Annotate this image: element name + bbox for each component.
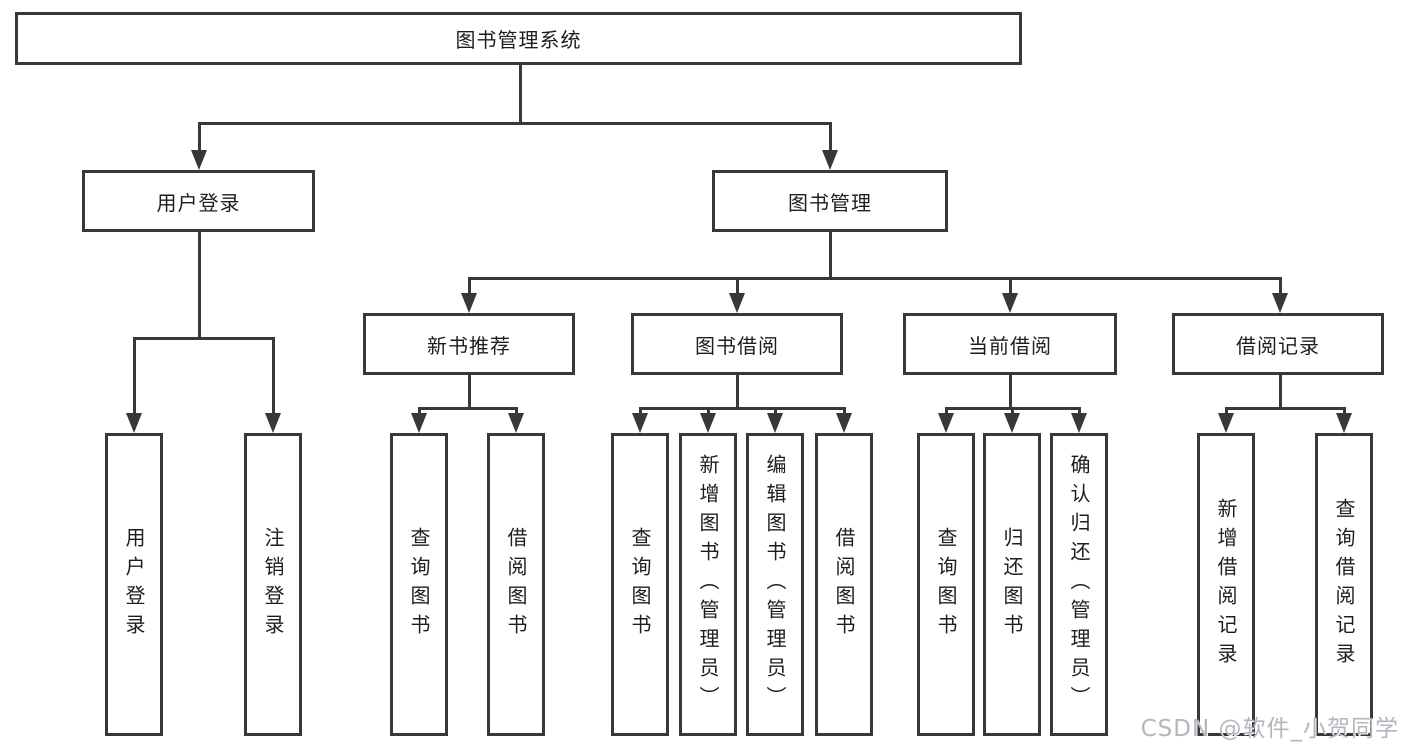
node-label-current-borrow: 当前借阅: [968, 333, 1052, 358]
connector-branch-6: [1225, 407, 1346, 410]
node-label-new-book-rec: 新书推荐: [427, 333, 511, 358]
arrowhead-down-icon: [126, 413, 142, 433]
arrowhead-down-icon: [767, 413, 783, 433]
node-leaf-query-book-1: 查询图书: [390, 433, 448, 736]
node-label-leaf-borrow-book-1: 借阅图书: [504, 526, 528, 643]
connector-stem-2: [829, 232, 832, 280]
connector-arrow-line-7: [272, 337, 275, 419]
node-label-leaf-borrow-book-2: 借阅图书: [832, 526, 856, 643]
arrowhead-down-icon: [729, 293, 745, 313]
arrowhead-down-icon: [938, 413, 954, 433]
arrowhead-down-icon: [700, 413, 716, 433]
node-leaf-query-book-2: 查询图书: [611, 433, 669, 736]
node-leaf-user-login: 用户登录: [105, 433, 163, 736]
connector-stem-6: [1279, 375, 1282, 410]
node-label-leaf-add-book: 新增图书（管理员）: [696, 454, 720, 715]
connector-branch-2: [468, 277, 1282, 280]
arrowhead-down-icon: [822, 150, 838, 170]
arrowhead-down-icon: [1272, 293, 1288, 313]
node-label-borrow-records: 借阅记录: [1236, 333, 1320, 358]
connector-arrow-line-6: [133, 337, 136, 419]
connector-stem-4: [736, 375, 739, 410]
arrowhead-down-icon: [508, 413, 524, 433]
arrowhead-down-icon: [1336, 413, 1352, 433]
node-leaf-borrow-book-2: 借阅图书: [815, 433, 873, 736]
arrowhead-down-icon: [191, 150, 207, 170]
node-leaf-query-book-3: 查询图书: [917, 433, 975, 736]
node-label-book-borrow: 图书借阅: [695, 333, 779, 358]
node-leaf-return-book: 归还图书: [983, 433, 1041, 736]
node-user-login: 用户登录: [82, 170, 315, 232]
node-label-leaf-edit-book: 编辑图书（管理员）: [763, 454, 787, 715]
connector-branch-3: [418, 407, 518, 410]
node-label-leaf-logout: 注销登录: [261, 526, 285, 643]
node-label-leaf-query-record: 查询借阅记录: [1332, 497, 1356, 672]
arrowhead-down-icon: [1004, 413, 1020, 433]
arrowhead-down-icon: [1002, 293, 1018, 313]
connector-branch-0: [198, 122, 832, 125]
node-leaf-borrow-book-1: 借阅图书: [487, 433, 545, 736]
node-label-book-mgmt: 图书管理: [788, 190, 872, 215]
arrowhead-down-icon: [265, 413, 281, 433]
csdn-watermark: CSDN @软件_小贺同学: [1140, 716, 1399, 742]
node-label-root: 图书管理系统: [455, 28, 582, 52]
connector-stem-1: [198, 232, 201, 340]
connector-stem-0: [519, 65, 522, 123]
node-book-mgmt: 图书管理: [712, 170, 948, 232]
node-leaf-query-record: 查询借阅记录: [1315, 433, 1373, 736]
node-current-borrow: 当前借阅: [903, 313, 1117, 375]
node-label-leaf-add-record: 新增借阅记录: [1214, 497, 1238, 672]
arrowhead-down-icon: [836, 413, 852, 433]
connector-branch-4: [639, 407, 846, 410]
connector-arrow-line-3: [736, 277, 739, 299]
node-borrow-records: 借阅记录: [1172, 313, 1384, 375]
arrowhead-down-icon: [411, 413, 427, 433]
connector-arrow-line-4: [1009, 277, 1012, 299]
node-label-leaf-user-login: 用户登录: [122, 526, 146, 643]
node-leaf-edit-book: 编辑图书（管理员）: [746, 433, 804, 736]
node-new-book-rec: 新书推荐: [363, 313, 575, 375]
connector-arrow-line-5: [1279, 277, 1282, 299]
node-leaf-logout: 注销登录: [244, 433, 302, 736]
connector-arrow-line-2: [468, 277, 471, 299]
connector-stem-3: [468, 375, 471, 410]
node-leaf-add-book: 新增图书（管理员）: [679, 433, 737, 736]
node-label-leaf-query-book-1: 查询图书: [407, 526, 431, 643]
node-label-leaf-query-book-3: 查询图书: [934, 526, 958, 643]
connector-arrow-line-0: [198, 122, 201, 156]
node-book-borrow: 图书借阅: [631, 313, 843, 375]
node-leaf-add-record: 新增借阅记录: [1197, 433, 1255, 736]
arrowhead-down-icon: [632, 413, 648, 433]
node-label-user-login: 用户登录: [156, 190, 241, 215]
node-label-leaf-return-book: 归还图书: [1000, 526, 1024, 643]
node-label-leaf-confirm-return: 确认归还（管理员）: [1067, 454, 1091, 715]
node-root: 图书管理系统: [15, 12, 1022, 65]
arrowhead-down-icon: [1071, 413, 1087, 433]
connector-arrow-line-1: [829, 122, 832, 156]
arrowhead-down-icon: [1218, 413, 1234, 433]
node-label-leaf-query-book-2: 查询图书: [628, 526, 652, 643]
connector-branch-1: [133, 337, 275, 340]
arrowhead-down-icon: [461, 293, 477, 313]
connector-stem-5: [1009, 375, 1012, 410]
node-leaf-confirm-return: 确认归还（管理员）: [1050, 433, 1108, 736]
